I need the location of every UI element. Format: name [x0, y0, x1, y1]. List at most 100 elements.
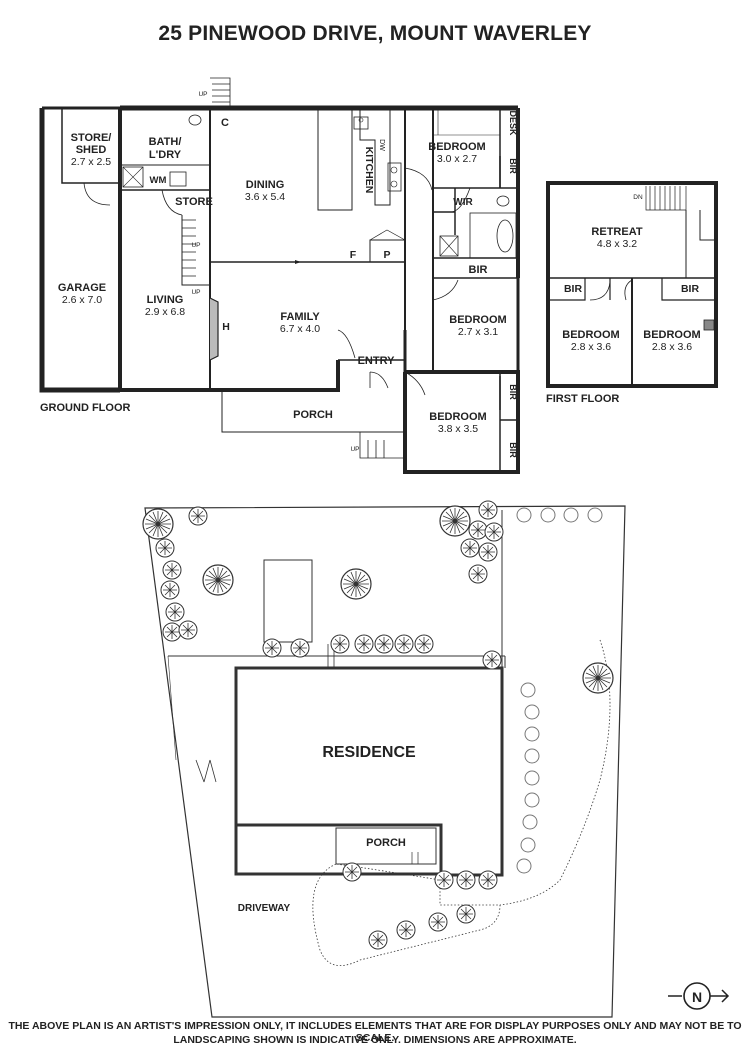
store-shed-label: STORE/	[71, 132, 112, 144]
shrub-icon	[396, 920, 416, 940]
shrub-icon	[460, 538, 480, 558]
disclaimer-line-1: THE ABOVE PLAN IS AN ARTIST'S IMPRESSION…	[8, 1020, 742, 1044]
living-label: LIVING	[147, 294, 184, 306]
bedroom-c-label: BEDROOM	[429, 411, 486, 423]
first-bir-left: BIR	[564, 283, 583, 295]
shrub-icon	[516, 858, 532, 874]
shrub-icon	[520, 682, 536, 698]
shrub-icon	[524, 726, 540, 742]
store-shed-dims: 2.7 x 2.5	[71, 156, 111, 168]
bath-label-2: L'DRY	[149, 149, 182, 161]
living-dims: 2.9 x 6.8	[145, 306, 185, 318]
washing-machine-label: WM	[150, 175, 167, 186]
plan-title: 25 PINEWOOD DRIVE, MOUNT WAVERLEY	[158, 22, 592, 45]
pantry-label: P	[383, 249, 390, 261]
entry-label: ENTRY	[358, 355, 396, 367]
dining-label: DINING	[246, 179, 285, 191]
cupboard-label: C	[221, 117, 229, 129]
first-bedroom-right-dims: 2.8 x 3.6	[652, 341, 692, 353]
family-dims: 6.7 x 4.0	[280, 323, 320, 335]
first-bedroom-left-label: BEDROOM	[562, 329, 619, 341]
retreat-dims: 4.8 x 3.2	[597, 238, 637, 250]
shrub-icon	[540, 507, 556, 523]
bedroom-a-dims: 3.0 x 2.7	[437, 153, 477, 165]
shrub-icon	[414, 634, 434, 654]
desk-label: DESK	[508, 110, 518, 136]
shrub-icon	[587, 507, 603, 523]
tree-icon	[340, 568, 372, 600]
shrub-icon	[468, 564, 488, 584]
shrub-icon	[456, 904, 476, 924]
shrub-icon	[516, 507, 532, 523]
stair-up-2: UP	[191, 242, 200, 249]
store-shed-label-2: SHED	[76, 144, 107, 156]
bir-a-label: BIR	[508, 158, 518, 174]
bedroom-a-label: BEDROOM	[428, 141, 485, 153]
shrub-icon	[478, 870, 498, 890]
disclaimer-line-2: LANDSCAPING SHOWN IS INDICATIVE ONLY. DI…	[173, 1034, 577, 1046]
bir-b-label: BIR	[469, 264, 488, 276]
tree-icon	[202, 564, 234, 596]
driveway-label: DRIVEWAY	[238, 903, 291, 914]
shrub-icon	[160, 580, 180, 600]
dining-dims: 3.6 x 5.4	[245, 191, 285, 203]
ground-floor-labels: STORE/ SHED 2.7 x 2.5 BATH/ L'DRY WM C S…	[40, 91, 518, 458]
shrub-icon	[162, 622, 182, 642]
stair-up-4: UP	[350, 446, 359, 453]
tree-icon	[142, 508, 174, 540]
fridge-label: F	[350, 249, 357, 261]
bir-c-label: BIR	[508, 384, 518, 400]
garage-dims: 2.6 x 7.0	[62, 294, 102, 306]
shrub-icon	[484, 522, 504, 542]
first-floor-plan	[546, 181, 718, 388]
shrub-icon	[482, 650, 502, 670]
bedroom-c-dims: 3.8 x 3.5	[438, 423, 478, 435]
stair-up-3: UP	[191, 289, 200, 296]
bath-label: BATH/	[149, 136, 182, 148]
shrub-icon	[374, 634, 394, 654]
ground-floor-plan	[39, 77, 520, 474]
shrub-icon	[342, 862, 362, 882]
shrub-icon	[330, 634, 350, 654]
porch-label: PORCH	[293, 409, 333, 421]
bedroom-b-dims: 2.7 x 3.1	[458, 326, 498, 338]
site-labels: RESIDENCE PORCH DRIVEWAY	[238, 744, 416, 914]
family-label: FAMILY	[280, 311, 320, 323]
site-porch-label: PORCH	[366, 837, 406, 849]
shrub-icon	[178, 620, 198, 640]
shrub-icon	[522, 814, 538, 830]
first-bedroom-left-dims: 2.8 x 3.6	[571, 341, 611, 353]
shrub-icon	[563, 507, 579, 523]
dishwasher-label: DW	[378, 139, 385, 151]
first-bir-right: BIR	[681, 283, 700, 295]
kitchen-label: KITCHEN	[363, 147, 375, 194]
shrub-icon	[524, 792, 540, 808]
shrub-icon	[155, 538, 175, 558]
shrub-icon	[262, 638, 282, 658]
bir-d-label: BIR	[508, 442, 518, 458]
garage-label: GARAGE	[58, 282, 106, 294]
shrub-icon	[434, 870, 454, 890]
shrub-icon	[478, 500, 498, 520]
store-label: STORE	[175, 196, 213, 208]
tree-icon	[582, 662, 614, 694]
heater-label: H	[222, 321, 230, 333]
first-bedroom-right-label: BEDROOM	[643, 329, 700, 341]
first-floor-labels: DN RETREAT 4.8 x 3.2 BIR BIR BEDROOM 2.8…	[546, 194, 701, 405]
first-floor-heading: FIRST FLOOR	[546, 393, 619, 405]
shrub-icon	[162, 560, 182, 580]
shrub-icon	[428, 912, 448, 932]
shrub-icon	[354, 634, 374, 654]
shrub-icon	[468, 520, 488, 540]
shrub-icon	[290, 638, 310, 658]
retreat-label: RETREAT	[591, 226, 642, 238]
north-label: N	[692, 989, 702, 1005]
shrub-icon	[478, 542, 498, 562]
shrub-icon	[520, 837, 536, 853]
shrub-icon	[524, 770, 540, 786]
circulation-arrows	[209, 106, 301, 295]
wir-label: WIR	[453, 197, 473, 208]
ground-floor-heading: GROUND FLOOR	[40, 402, 130, 414]
stair-down: DN	[633, 194, 643, 201]
